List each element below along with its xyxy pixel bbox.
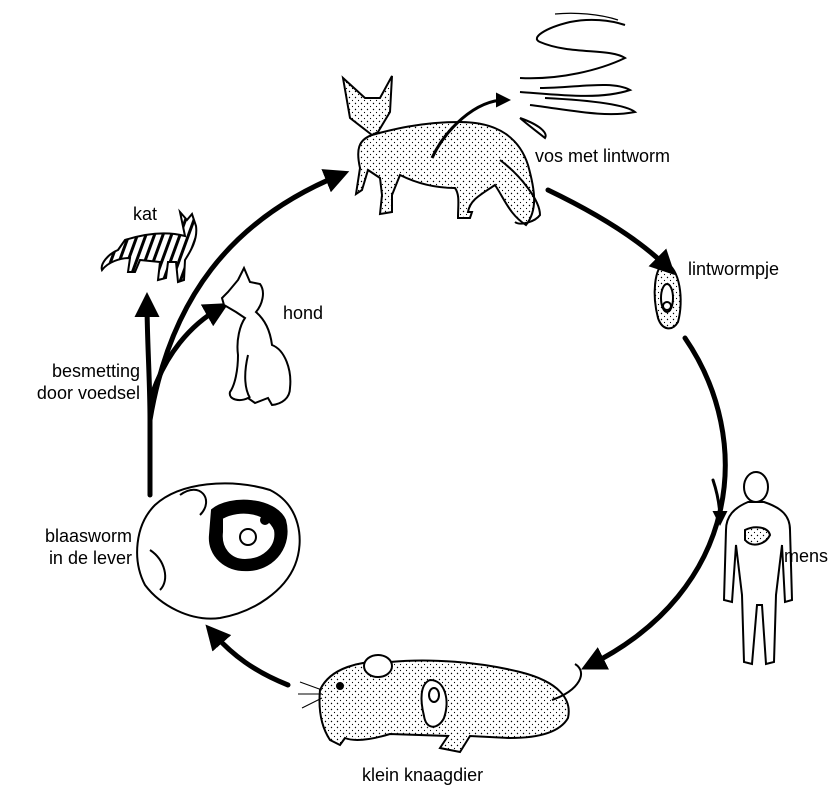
tapeworm-illustration <box>520 13 635 138</box>
arrow-food-to-dog <box>152 308 220 395</box>
label-food-line2: door voedsel <box>5 382 140 404</box>
label-small-rodent: klein knaagdier <box>362 764 483 785</box>
label-cyst-in-liver: blaasworm in de lever <box>10 525 132 569</box>
egg-illustration <box>655 262 681 328</box>
arrow-egg-to-human <box>713 480 720 520</box>
arrow-egg-to-rodent <box>590 338 725 665</box>
label-infection-by-food: besmetting door voedsel <box>5 360 140 404</box>
dog-illustration <box>222 268 290 405</box>
label-dog: hond <box>283 302 323 324</box>
fox-illustration <box>343 76 540 225</box>
rodent-illustration <box>298 655 581 752</box>
label-fox-with-tapeworm: vos met lintworm <box>535 145 670 167</box>
label-tapeworm-egg: lintwormpje <box>688 258 779 280</box>
arrow-fox-to-egg <box>548 190 668 268</box>
cyst-illustration <box>137 483 300 618</box>
arrow-rodent-to-cyst <box>212 632 288 685</box>
label-cyst-line2: in de lever <box>10 547 132 569</box>
human-illustration <box>724 472 792 664</box>
label-food-line1: besmetting <box>5 360 140 382</box>
label-cyst-line1: blaasworm <box>10 525 132 547</box>
arrow-food-to-cat <box>147 302 150 420</box>
label-human: mens <box>784 545 828 567</box>
label-cat: kat <box>133 203 157 225</box>
